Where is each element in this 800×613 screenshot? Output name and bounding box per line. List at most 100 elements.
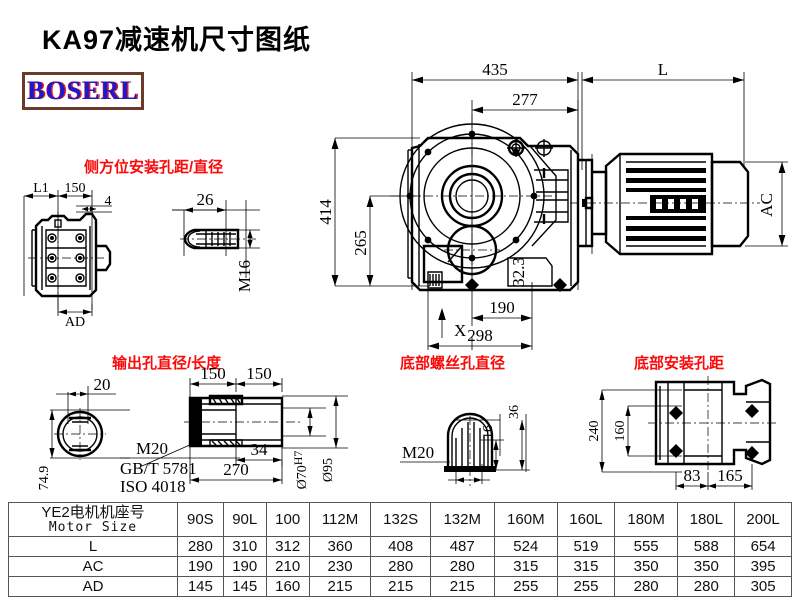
bolt-detail-drawing: 26 M16 xyxy=(172,190,260,292)
dim-190: 190 xyxy=(489,298,515,317)
brand-logo-text: BOSERL xyxy=(27,76,139,105)
thread-M20-output: M20 xyxy=(136,439,168,458)
table-col-header: 90S xyxy=(177,501,224,538)
dim-outer-dia: Ø95 xyxy=(321,458,336,482)
dim-165: 165 xyxy=(717,466,743,485)
std-gbt-5781: GB/T 5781 xyxy=(120,459,197,478)
caption-bottom-screw: 底部螺丝孔直径 xyxy=(400,355,506,372)
table-cell: 408 xyxy=(370,536,431,558)
dim-150-a: 150 xyxy=(200,364,226,383)
dim-435: 435 xyxy=(482,60,508,79)
table-cell: 555 xyxy=(613,536,679,558)
table-col-header: 160M xyxy=(493,501,559,538)
table-header-row: YE2电机机座号 Motor Size 90S 90L 100 112M 132… xyxy=(8,501,792,538)
table-cell: 255 xyxy=(493,576,559,598)
table-col-header: 112M xyxy=(308,501,372,538)
dim-240: 240 xyxy=(587,421,602,442)
table-cell: 310 xyxy=(222,536,267,558)
table-col-header: 132S xyxy=(370,501,431,538)
dim-X: X xyxy=(454,321,466,340)
table-cell: 519 xyxy=(557,536,615,558)
table-corner-header: YE2电机机座号 Motor Size xyxy=(8,501,178,538)
table-cell: 312 xyxy=(265,536,310,558)
table-row: L 280 310 312 360 408 487 524 519 555 58… xyxy=(8,536,792,558)
dim-83: 83 xyxy=(684,466,701,485)
table-col-header: 180L xyxy=(677,501,736,538)
caption-bottom-mounting: 底部安装孔距 xyxy=(634,355,725,372)
dim-32-3: 32.3 xyxy=(509,257,528,287)
table-row: AD 145 145 160 215 215 215 255 255 280 2… xyxy=(8,576,792,598)
table-cell: 145 xyxy=(222,576,267,598)
table-cell: 210 xyxy=(265,556,310,578)
main-assembly-drawing: 435 L 277 414 265 AC xyxy=(316,60,788,350)
table-cell: 350 xyxy=(677,556,736,578)
side-view-drawing: L1 150 4 xyxy=(23,181,112,330)
table-cell: 350 xyxy=(613,556,679,578)
table-cell: 215 xyxy=(370,576,431,598)
table-row: AC 190 190 210 230 280 280 315 315 350 3… xyxy=(8,556,792,578)
dim-265: 265 xyxy=(351,230,370,256)
caption-output-bore: 输出孔直径/长度 xyxy=(112,355,222,372)
table-corner-header-en: Motor Size xyxy=(48,519,138,535)
output-shaft-side-view: 150 150 34 270 xyxy=(141,364,348,490)
table-col-header: 90L xyxy=(222,501,267,538)
table-cell: 588 xyxy=(677,536,736,558)
table-cell: 487 xyxy=(429,536,495,558)
table-row-label: L xyxy=(8,536,178,558)
table-cell: 190 xyxy=(222,556,267,578)
table-col-header: 160L xyxy=(557,501,615,538)
motor-size-table: YE2电机机座号 Motor Size 90S 90L 100 112M 132… xyxy=(8,501,792,598)
dim-bore-dia: Ø70H7 xyxy=(291,451,310,490)
table-col-header: 180M xyxy=(613,501,679,538)
table-col-header: 132M xyxy=(429,501,495,538)
table-cell: 160 xyxy=(265,576,310,598)
dim-74-9: 74.9 xyxy=(37,466,52,491)
table-cell: 395 xyxy=(734,556,792,578)
dim-L: L xyxy=(658,60,668,79)
dim-414: 414 xyxy=(316,199,335,225)
table-cell: 255 xyxy=(557,576,615,598)
table-cell: 280 xyxy=(677,576,736,598)
dim-270: 270 xyxy=(223,460,249,479)
page-title: KA97减速机尺寸图纸 xyxy=(42,25,312,55)
dim-298: 298 xyxy=(467,326,493,345)
table-cell: 280 xyxy=(177,536,224,558)
brand-logo: BOSERL xyxy=(22,72,144,110)
bottom-mounting-view: 240 160 83 165 xyxy=(587,376,778,490)
table-cell: 315 xyxy=(557,556,615,578)
table-corner-header-cn: YE2电机机座号 xyxy=(41,504,145,521)
table-row-label: AC xyxy=(8,556,178,578)
table-cell: 524 xyxy=(493,536,559,558)
table-col-header: 200L xyxy=(734,501,792,538)
table-cell: 360 xyxy=(308,536,372,558)
output-shaft-end-view: 20 74.9 xyxy=(37,375,130,491)
dim-4: 4 xyxy=(105,194,112,209)
table-cell: 280 xyxy=(613,576,679,598)
dim-160: 160 xyxy=(613,421,628,442)
table-cell: 215 xyxy=(429,576,495,598)
dim-36: 36 xyxy=(507,405,522,419)
output-thread-note: M20 GB/T 5781 ISO 4018 xyxy=(120,439,240,496)
dim-AD: AD xyxy=(65,315,85,330)
dim-20: 20 xyxy=(94,375,111,394)
dim-34: 34 xyxy=(251,440,269,459)
std-iso-4018: ISO 4018 xyxy=(120,477,186,496)
bottom-screw-detail: M20 16 36 xyxy=(400,405,530,486)
table-cell: 230 xyxy=(308,556,372,578)
dim-L1: L1 xyxy=(33,181,49,196)
table-cell: 654 xyxy=(734,536,792,558)
dim-150-side: 150 xyxy=(65,181,86,196)
table-cell: 190 xyxy=(177,556,224,578)
table-col-header: 100 xyxy=(265,501,310,538)
table-cell: 280 xyxy=(429,556,495,578)
table-row-label: AD xyxy=(8,576,178,598)
dim-150-b: 150 xyxy=(246,364,272,383)
table-cell: 215 xyxy=(308,576,372,598)
dim-26: 26 xyxy=(197,190,214,209)
dim-AC: AC xyxy=(757,193,776,217)
thread-M20-bottom: M20 xyxy=(402,443,434,462)
table-cell: 305 xyxy=(734,576,792,598)
caption-side-mounting: 侧方位安装孔距/直径 xyxy=(84,159,224,176)
table-cell: 315 xyxy=(493,556,559,578)
dim-277: 277 xyxy=(512,90,538,109)
